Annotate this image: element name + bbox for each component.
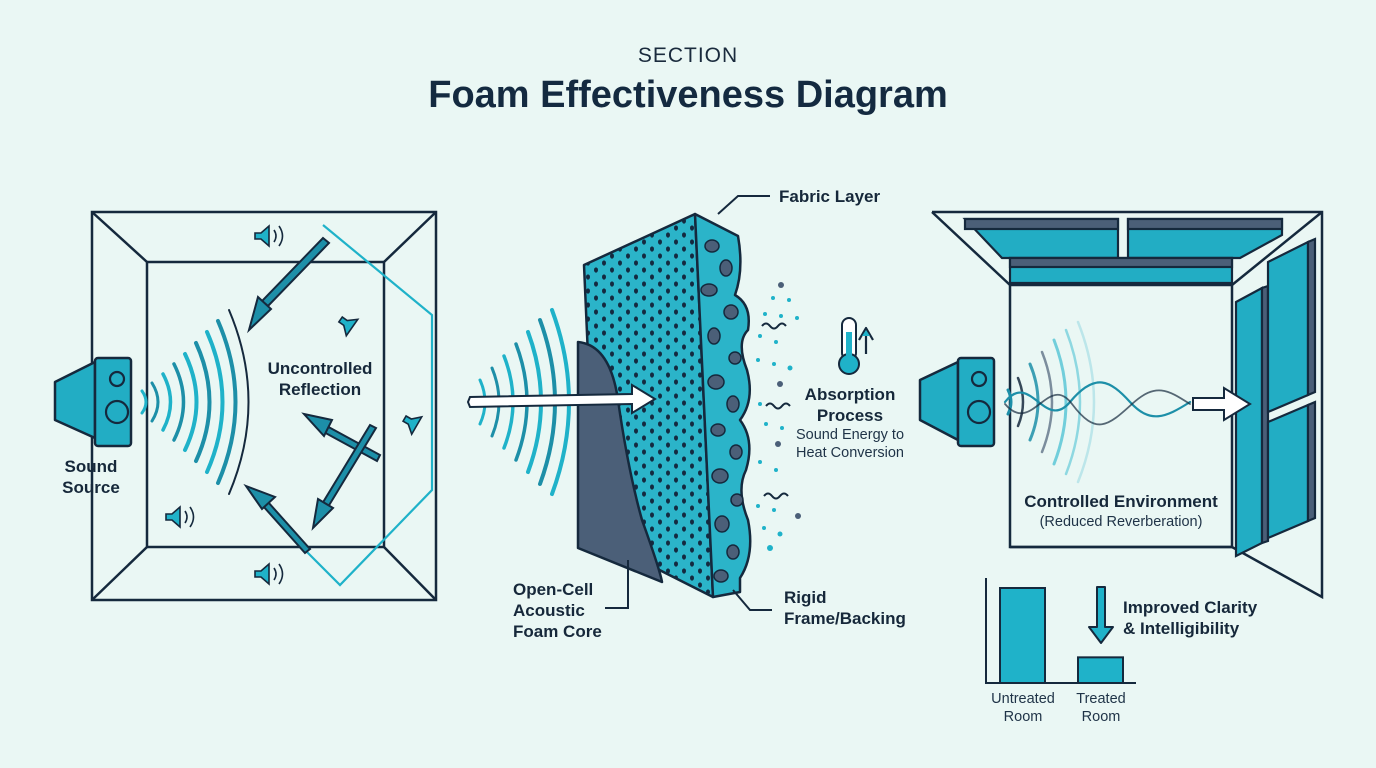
fabric-layer-label: Fabric Layer [779, 187, 881, 206]
reflection-label-line2: Reflection [278, 380, 362, 399]
page-title: Foam Effectiveness Diagram [428, 74, 948, 116]
absorption-title-line2: Process [816, 406, 884, 425]
acoustic-panels [962, 217, 1317, 558]
foam-core-line3: Foam Core [513, 622, 602, 641]
clarity-line2: & Intelligibility [1123, 619, 1240, 638]
reverberation-chart [985, 578, 1136, 684]
sound-source-label-line1: Sound [64, 457, 118, 476]
reflection-arrows [243, 236, 382, 555]
absorption-subtitle: Sound Energy to Heat Conversion [782, 426, 918, 462]
chart-category-label: Treated Room [1060, 690, 1142, 726]
absorption-particles [756, 282, 801, 551]
frame-line2: Frame/Backing [784, 609, 906, 628]
sound-source-label-line2: Source [62, 478, 120, 497]
reflection-path [294, 224, 434, 587]
foam-panel [576, 212, 752, 599]
chart-bar-treated [1077, 656, 1124, 684]
chart-category-line: Untreated [991, 691, 1055, 707]
untreated-room [90, 210, 438, 602]
absorption-sub-line2: Heat Conversion [796, 445, 904, 461]
incoming-arrow [466, 383, 657, 415]
reflection-label-line1: Uncontrolled [267, 359, 373, 378]
section-kicker: SECTION [637, 44, 739, 67]
small-speaker-icon [337, 315, 360, 338]
chart-category-line: Treated [1076, 691, 1126, 707]
small-speaker-icon [254, 562, 284, 586]
absorption-title-line1: Absorption [804, 385, 896, 404]
sound-waves-left [140, 309, 250, 495]
reduced-reverberation-label: (Reduced Reverberation) [1039, 514, 1203, 530]
outgoing-arrow [1192, 386, 1252, 422]
small-speaker-icon [401, 414, 424, 437]
foam-core-label: Open-Cell Acoustic Foam Core [513, 579, 602, 642]
speaker-icon [918, 356, 996, 448]
treated-room [931, 210, 1324, 600]
leader-lines [605, 195, 772, 611]
uncontrolled-reflection-label: Uncontrolled Reflection [250, 358, 390, 400]
frame-line1: Rigid [784, 588, 827, 607]
chart-category-line: Room [1081, 709, 1121, 725]
absorption-sub-line1: Sound Energy to [795, 427, 905, 443]
chart-bar-untreated [999, 587, 1046, 684]
rigid-frame-label: Rigid Frame/Backing [784, 587, 906, 629]
thermometer-icon [838, 317, 860, 375]
absorption-process-label: Absorption Process [792, 384, 908, 426]
heat-wave-icon [761, 322, 791, 500]
speaker-icon [53, 356, 133, 448]
clarity-line1: Improved Clarity [1123, 598, 1258, 617]
arrow-up-icon [858, 326, 874, 354]
small-speaker-icon [165, 505, 195, 529]
improved-clarity-label: Improved Clarity & Intelligibility [1123, 597, 1257, 639]
foam-core-line2: Acoustic [513, 601, 585, 620]
clarity-arrow-icon [1088, 586, 1114, 644]
chart-category-line: Room [1003, 709, 1043, 725]
foam-core-line1: Open-Cell [513, 580, 594, 599]
chart-category-label: Untreated Room [976, 690, 1070, 726]
small-speaker-icon [254, 224, 284, 248]
controlled-environment-label: Controlled Environment [1024, 492, 1218, 511]
sound-source-label: Sound Source [50, 456, 132, 498]
sound-waves-right [1003, 320, 1192, 484]
